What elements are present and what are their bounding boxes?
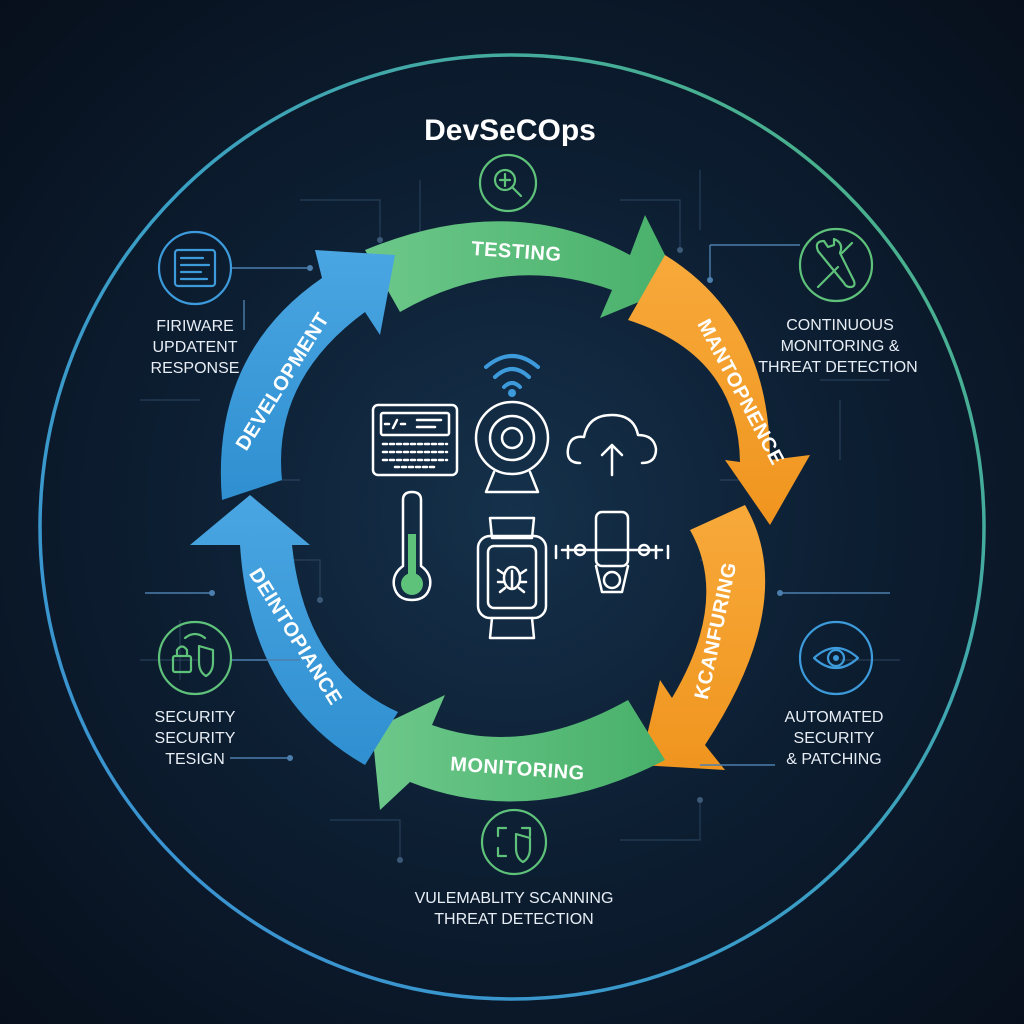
thermometer-icon bbox=[392, 490, 432, 602]
panel-bottom-line-2: THREAT DETECTION bbox=[434, 911, 593, 928]
panel-bottom-left-line-2: SECURITY bbox=[155, 730, 236, 747]
stage-arrow-development[interactable]: DEVELOPMENT bbox=[220, 250, 395, 500]
panel-top-right-line-2: MONITORING & bbox=[781, 338, 900, 355]
shield-scan-icon bbox=[480, 808, 548, 876]
outer-ring bbox=[38, 53, 986, 1001]
wifi-icon bbox=[484, 354, 540, 397]
document-code-icon bbox=[157, 230, 233, 306]
panel-bottom-left-line-1: SECURITY bbox=[155, 709, 236, 726]
panel-bottom-right-line-1: AUTOMATED bbox=[785, 709, 884, 726]
bug-search-icon bbox=[478, 153, 538, 213]
cloud-upload-icon bbox=[566, 413, 658, 477]
panel-bottom-right-line-2: SECURITY bbox=[794, 730, 875, 747]
wrench-screwdriver-icon bbox=[798, 227, 874, 303]
panel-top-left: FIRIWARE UPDATENT RESPONSE bbox=[151, 230, 313, 377]
diagram-title: DevSeCOps bbox=[424, 114, 596, 147]
panel-top-right-line-3: THREAT DETECTION bbox=[758, 359, 917, 376]
panel-bottom-line-1: VULEMABLITY SCANNING bbox=[415, 890, 614, 907]
webcam-icon bbox=[474, 400, 550, 494]
code-keyboard-icon bbox=[371, 403, 459, 477]
panel-top-right-line-1: CONTINUOUS bbox=[786, 317, 894, 334]
lock-shield-icon bbox=[157, 620, 233, 696]
panel-bottom-right-line-3: & PATCHING bbox=[786, 751, 881, 768]
stage-arrow-maintenance[interactable]: MANTOPNENCE bbox=[628, 255, 810, 525]
panel-bottom: VULEMABLITY SCANNING THREAT DETECTION bbox=[415, 808, 614, 928]
panel-bottom-left: SECURITY SECURITY TESIGN bbox=[145, 590, 300, 768]
stage-arrow-configuring[interactable]: KCANFURING bbox=[640, 505, 766, 770]
center-devices bbox=[371, 354, 670, 640]
panel-bottom-right: AUTOMATED SECURITY & PATCHING bbox=[700, 590, 890, 768]
panel-top-left-line-2: UPDATENT bbox=[152, 339, 237, 356]
stage-arrow-testing[interactable]: TESTING bbox=[365, 215, 680, 318]
stage-arrow-monitoring[interactable]: MONITORING bbox=[372, 695, 665, 810]
drone-icon bbox=[554, 510, 670, 594]
panel-top-left-line-3: RESPONSE bbox=[151, 360, 240, 377]
eye-icon bbox=[798, 620, 874, 696]
smartwatch-bug-icon bbox=[476, 516, 548, 640]
panel-bottom-left-line-3: TESIGN bbox=[165, 751, 225, 768]
panel-top-left-line-1: FIRIWARE bbox=[156, 318, 234, 335]
panel-top-right: CONTINUOUS MONITORING & THREAT DETECTION bbox=[707, 227, 918, 376]
